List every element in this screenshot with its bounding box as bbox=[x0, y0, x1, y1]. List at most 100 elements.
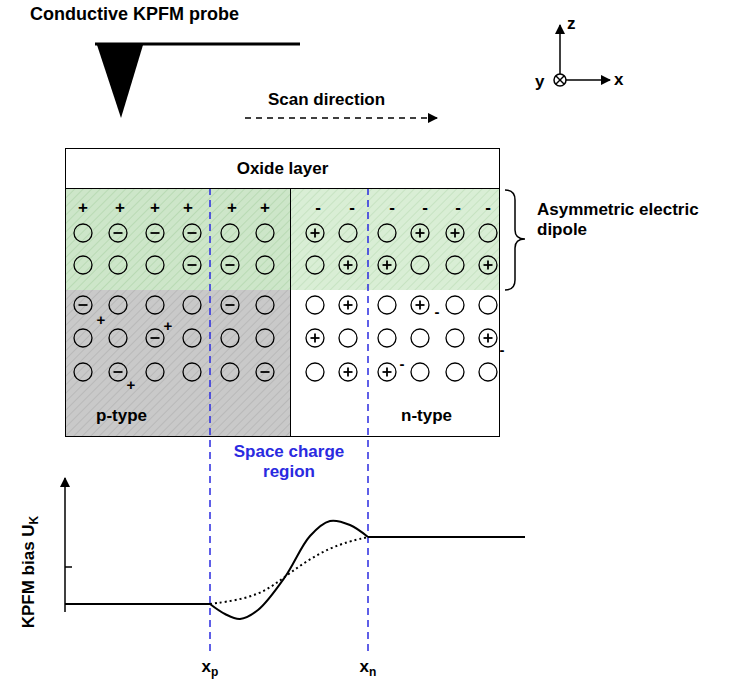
axis-label: z bbox=[567, 14, 576, 33]
ion bbox=[109, 363, 127, 381]
ion bbox=[378, 256, 396, 274]
ion bbox=[378, 363, 396, 381]
ion bbox=[339, 224, 357, 242]
position-label-box: xp bbox=[202, 657, 219, 680]
ion bbox=[479, 224, 497, 242]
ion bbox=[411, 329, 429, 347]
charge-sign: + bbox=[227, 198, 237, 217]
ion bbox=[411, 296, 429, 314]
charge-sign: - bbox=[485, 198, 491, 217]
hole-sign: + bbox=[97, 311, 106, 328]
ion bbox=[339, 363, 357, 381]
position-label: x bbox=[360, 657, 369, 676]
ion bbox=[256, 363, 274, 381]
charge-sign: - bbox=[389, 198, 395, 217]
ion bbox=[183, 296, 201, 314]
axis-tick bbox=[65, 566, 72, 568]
hole-sign-box: + bbox=[127, 376, 136, 394]
graph-axis bbox=[64, 478, 66, 612]
electron-sign: - bbox=[435, 303, 440, 320]
region-label: p-type bbox=[96, 406, 147, 426]
ion bbox=[146, 329, 164, 347]
electron-sign-box: - bbox=[400, 355, 405, 373]
ion bbox=[74, 256, 92, 274]
charge-sign-box: - bbox=[349, 198, 355, 218]
charge-sign: + bbox=[115, 198, 125, 217]
ion bbox=[339, 296, 357, 314]
ion bbox=[378, 224, 396, 242]
ion bbox=[109, 296, 127, 314]
z-axis bbox=[559, 25, 561, 80]
ion bbox=[109, 224, 127, 242]
axis-label-box: x bbox=[614, 70, 623, 90]
axis-label-box: y bbox=[535, 72, 544, 92]
ion bbox=[109, 329, 127, 347]
charge-sign-box: + bbox=[150, 198, 160, 218]
ion bbox=[109, 256, 127, 274]
dipole-n bbox=[290, 188, 500, 290]
ion bbox=[74, 329, 92, 347]
scan-label-box: Scan direction bbox=[268, 90, 385, 110]
ion bbox=[221, 224, 239, 242]
ion bbox=[146, 363, 164, 381]
axis-title: KPFM bias U bbox=[19, 524, 38, 628]
ion bbox=[221, 363, 239, 381]
dipole-label-box: Asymmetric electric dipole bbox=[537, 200, 727, 239]
ion bbox=[479, 363, 497, 381]
ion-grid bbox=[74, 224, 497, 381]
charge-sign-box: + bbox=[183, 198, 193, 218]
n-level bbox=[368, 536, 525, 538]
charge-sign: + bbox=[78, 198, 88, 217]
ion bbox=[479, 296, 497, 314]
n-type-region: n-type bbox=[290, 188, 500, 437]
charge-sign-box: - bbox=[315, 198, 321, 218]
ion bbox=[74, 363, 92, 381]
ideal-curve bbox=[210, 537, 368, 604]
ion bbox=[446, 256, 464, 274]
hole-sign: + bbox=[127, 376, 136, 393]
space-charge-label-box: Space charge region bbox=[219, 442, 359, 481]
scan-label: Scan direction bbox=[268, 90, 385, 109]
ion bbox=[221, 296, 239, 314]
ion bbox=[446, 224, 464, 242]
position-label: x bbox=[202, 657, 211, 676]
ion bbox=[306, 256, 324, 274]
n-bulk bbox=[290, 290, 500, 437]
hole-sign-box: + bbox=[164, 317, 173, 335]
probe-title-box: Conductive KPFM probe bbox=[30, 4, 239, 25]
kpfm-curve bbox=[210, 521, 368, 619]
charge-sign-box: - bbox=[455, 198, 461, 218]
charge-sign: + bbox=[150, 198, 160, 217]
ion bbox=[183, 329, 201, 347]
ion bbox=[306, 224, 324, 242]
charge-sign-box: + bbox=[260, 198, 270, 218]
position-subscript: p bbox=[211, 665, 218, 679]
ion bbox=[221, 256, 239, 274]
ion bbox=[378, 296, 396, 314]
x-axis bbox=[560, 79, 610, 81]
position-label-box: xn bbox=[360, 657, 377, 680]
ion bbox=[479, 329, 497, 347]
axis-label-box: z bbox=[567, 14, 576, 34]
region-label: Oxide layer bbox=[237, 159, 329, 179]
ion bbox=[339, 329, 357, 347]
ion bbox=[256, 224, 274, 242]
ion bbox=[74, 224, 92, 242]
space-charge-label: Space charge region bbox=[219, 442, 359, 481]
charge-sign-box: + bbox=[227, 198, 237, 218]
ion bbox=[378, 329, 396, 347]
y-axis-symbol bbox=[554, 74, 566, 86]
axis-title-box: KPFM bias UK bbox=[19, 516, 42, 629]
axis-subscript: K bbox=[27, 516, 41, 525]
ion bbox=[446, 296, 464, 314]
dipole-label: Asymmetric electric dipole bbox=[537, 200, 727, 239]
ion bbox=[146, 224, 164, 242]
ion bbox=[256, 296, 274, 314]
hole-sign-box: + bbox=[97, 311, 106, 329]
axis-label: x bbox=[614, 70, 623, 89]
scan-arrow bbox=[245, 117, 437, 119]
probe-tip bbox=[97, 45, 143, 118]
ion bbox=[183, 256, 201, 274]
ion bbox=[446, 363, 464, 381]
ion bbox=[146, 296, 164, 314]
